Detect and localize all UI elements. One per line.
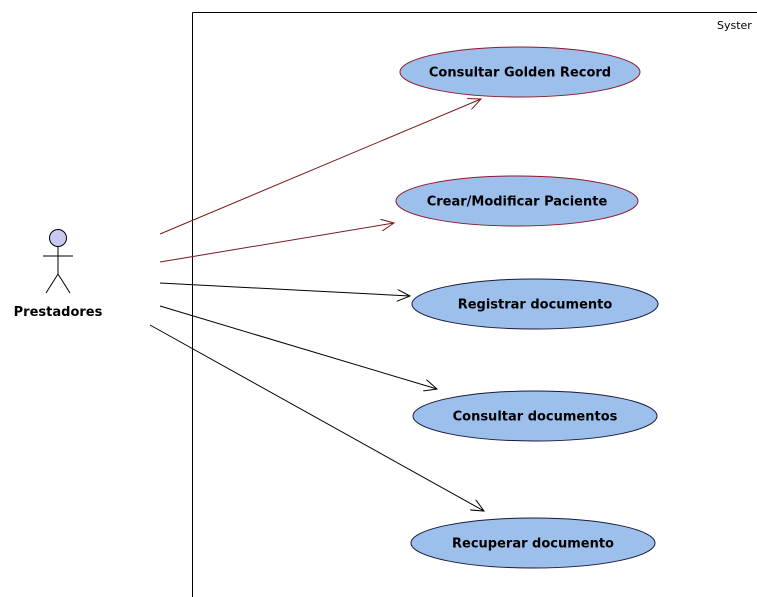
use-case-consultar-golden-record[interactable]: Consultar Golden Record [399, 46, 641, 98]
use-case-consultar-documentos[interactable]: Consultar documentos [412, 390, 658, 442]
association-consultar-golden-record[interactable] [159, 99, 481, 235]
actor-name: Prestadores [14, 305, 103, 320]
use-case-ellipse [399, 46, 641, 98]
association-recuperar-documento[interactable] [149, 324, 484, 511]
use-case-label: Recuperar documento [452, 537, 614, 552]
stick-figure-icon [43, 229, 73, 294]
system-boundary: Syster [192, 12, 757, 597]
use-case-registrar-documento[interactable]: Registrar documento [411, 278, 659, 330]
use-case-ellipse [410, 517, 656, 569]
actor-prestadores[interactable]: Prestadores [14, 229, 103, 321]
use-case-ellipse [412, 390, 658, 442]
use-case-recuperar-documento[interactable]: Recuperar documento [410, 517, 656, 569]
use-case-label: Consultar Golden Record [429, 66, 611, 81]
use-case-label: Registrar documento [458, 298, 613, 313]
use-case-label: Crear/Modificar Paciente [427, 195, 608, 210]
associations [149, 99, 484, 511]
system-label: Syster [717, 19, 752, 32]
use-case-ellipse [395, 175, 639, 227]
use-case-ellipse [411, 278, 659, 330]
use-case-label: Consultar documentos [453, 410, 618, 425]
association-registrar-documento[interactable] [159, 282, 410, 296]
association-consultar-documentos[interactable] [159, 305, 437, 389]
use-case-crear-modificar-paciente[interactable]: Crear/Modificar Paciente [395, 175, 639, 227]
association-crear-modificar-paciente[interactable] [159, 223, 394, 263]
